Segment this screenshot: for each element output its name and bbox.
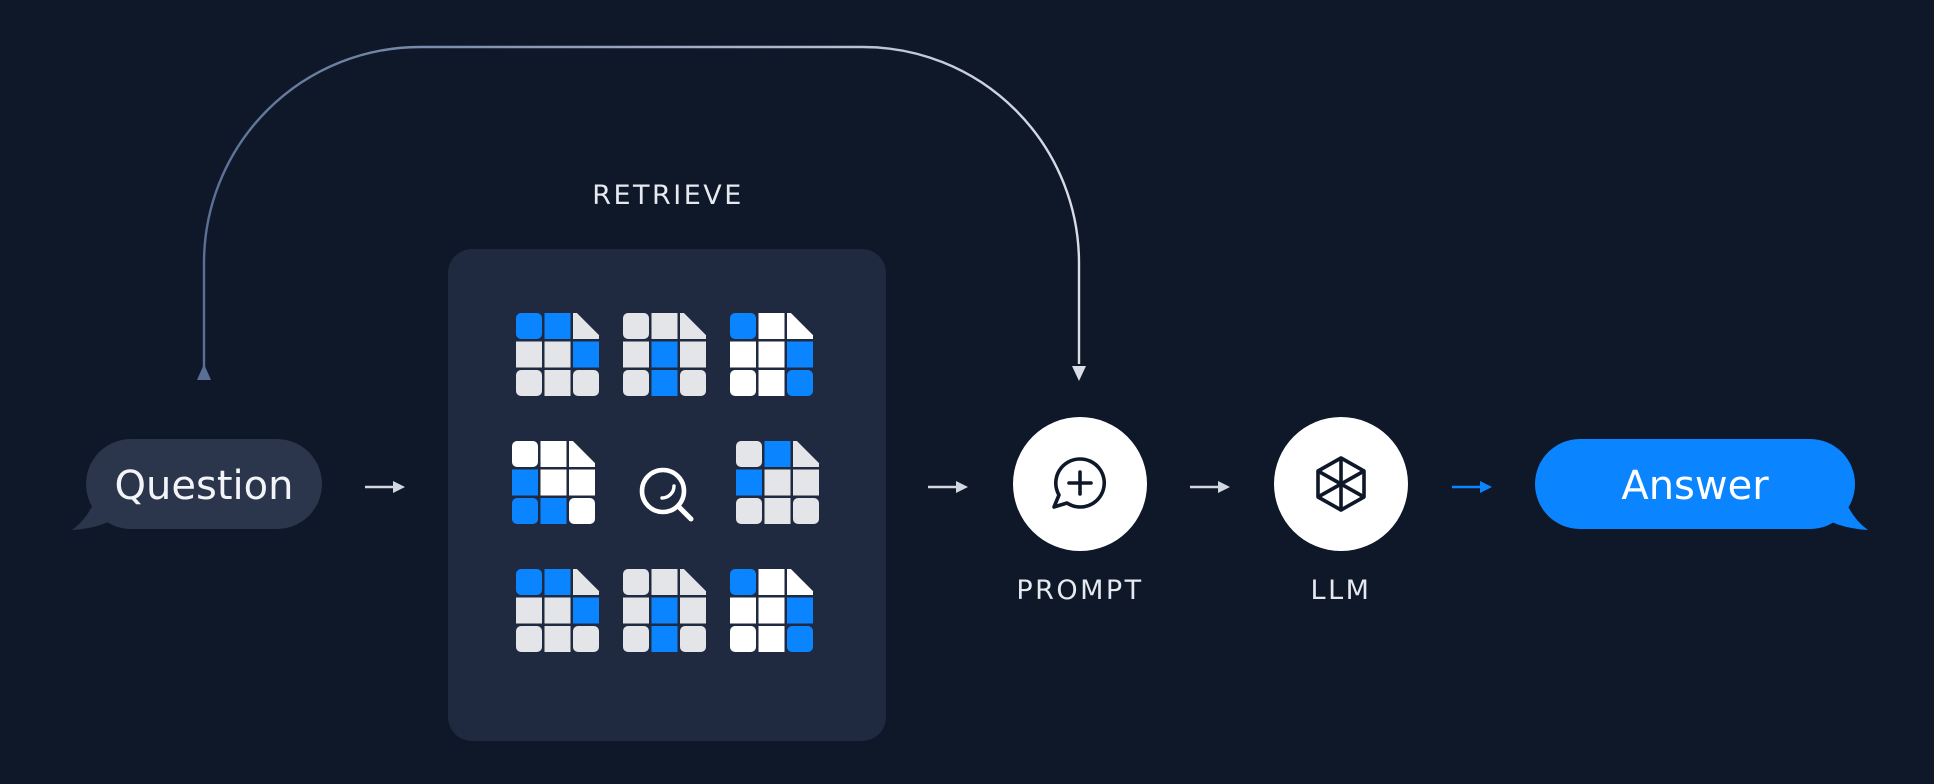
arrow-prompt-to-llm [1190, 481, 1230, 493]
document-cell [758, 597, 785, 624]
document-cell [512, 441, 538, 467]
document-cell [516, 597, 542, 624]
document-cell [516, 313, 542, 339]
document-icon [512, 441, 595, 524]
document-cell [544, 370, 571, 396]
prompt-node [1013, 417, 1147, 551]
document-cell [680, 597, 706, 624]
document-cell [623, 370, 649, 396]
document-cell [544, 597, 571, 624]
document-cell [736, 469, 762, 496]
document-cell [651, 597, 678, 624]
document-icon [623, 313, 706, 396]
retrieve-label: RETRIEVE [592, 180, 744, 211]
chat-plus-icon [1052, 457, 1107, 509]
cube-icon [1316, 456, 1366, 512]
document-cell [544, 569, 571, 595]
document-cell [730, 370, 756, 396]
document-cell [516, 569, 542, 595]
document-cell [573, 569, 599, 595]
document-cell [569, 498, 595, 524]
arrow-question-to-retrieve [365, 481, 405, 493]
search-icon [639, 467, 694, 522]
question-label: Question [115, 463, 294, 509]
document-cell [787, 569, 813, 595]
document-grid [512, 313, 819, 652]
document-icon [730, 569, 813, 652]
document-cell [573, 597, 599, 624]
document-cell [758, 626, 785, 652]
document-icon [730, 313, 813, 396]
document-cell [793, 441, 819, 467]
document-cell [573, 370, 599, 396]
document-cell [793, 498, 819, 524]
answer-bubble: Answer [1535, 439, 1868, 530]
question-bubble: Question [72, 439, 322, 530]
document-cell [516, 370, 542, 396]
document-cell [623, 313, 649, 339]
document-cell [758, 341, 785, 368]
prompt-label: PROMPT [1016, 575, 1144, 606]
document-cell [544, 341, 571, 368]
document-cell [793, 469, 819, 496]
document-cell [651, 313, 678, 339]
llm-label: LLM [1310, 575, 1372, 606]
document-cell [512, 498, 538, 524]
document-cell [540, 498, 567, 524]
document-cell [787, 626, 813, 652]
document-cell [573, 341, 599, 368]
document-cell [758, 370, 785, 396]
answer-label: Answer [1621, 463, 1769, 509]
document-icon [736, 441, 819, 524]
document-cell [730, 597, 756, 624]
document-cell [787, 370, 813, 396]
document-icon [516, 313, 599, 396]
question-to-prompt-loop-arrow [197, 45, 1086, 381]
arrow-llm-to-answer [1452, 481, 1492, 493]
document-cell [512, 469, 538, 496]
document-cell [623, 626, 649, 652]
document-cell [569, 469, 595, 496]
document-cell [651, 626, 678, 652]
document-cell [516, 626, 542, 652]
document-cell [573, 313, 599, 339]
document-cell [680, 313, 706, 339]
document-cell [730, 626, 756, 652]
document-cell [623, 569, 649, 595]
document-cell [787, 341, 813, 368]
document-cell [623, 341, 649, 368]
document-cell [730, 341, 756, 368]
document-cell [758, 569, 785, 595]
document-icon [623, 569, 706, 652]
document-cell [764, 441, 791, 467]
document-icon [516, 569, 599, 652]
document-cell [736, 498, 762, 524]
document-cell [680, 626, 706, 652]
document-cell [544, 313, 571, 339]
document-cell [516, 341, 542, 368]
document-cell [787, 313, 813, 339]
document-cell [758, 313, 785, 339]
document-cell [540, 469, 567, 496]
document-cell [764, 469, 791, 496]
document-cell [651, 569, 678, 595]
document-cell [787, 597, 813, 624]
document-cell [730, 569, 756, 595]
document-cell [544, 626, 571, 652]
arrow-retrieve-to-prompt [928, 481, 968, 493]
document-cell [569, 441, 595, 467]
llm-node [1274, 417, 1408, 551]
document-cell [680, 370, 706, 396]
document-cell [651, 341, 678, 368]
document-cell [730, 313, 756, 339]
document-cell [680, 569, 706, 595]
document-cell [680, 341, 706, 368]
document-cell [573, 626, 599, 652]
document-cell [540, 441, 567, 467]
document-cell [623, 597, 649, 624]
document-cell [651, 370, 678, 396]
document-cell [764, 498, 791, 524]
document-cell [736, 441, 762, 467]
